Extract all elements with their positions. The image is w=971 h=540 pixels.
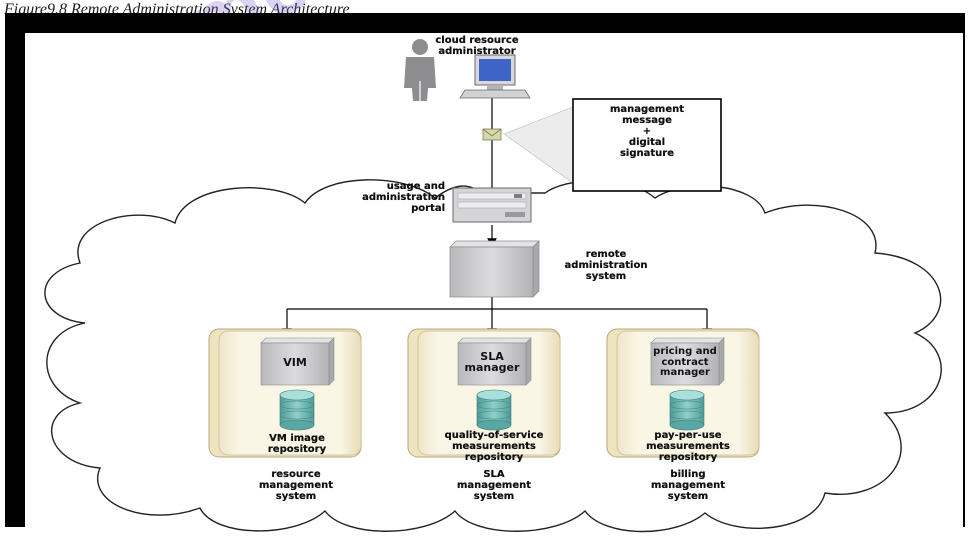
database-icon [279,389,315,431]
message-box [572,98,722,192]
label-vm-image-repository: VM image repository [267,433,327,455]
diagram-panel: cloud resource administrator management … [25,33,963,540]
label-pricing-contract-manager: pricing and contract manager [653,346,717,378]
label-pay-per-use-repository: pay-per-use measurements repository [646,430,730,463]
label-vim: VIM [283,356,307,369]
label-resource-management-system: resource management system [258,469,334,502]
label-qos-repository: quality-of-service measurements reposito… [444,430,544,463]
label-sla-management-system: SLA management system [456,469,532,502]
server-icon [452,187,532,223]
label-billing-management-system: billing management system [650,469,726,502]
database-icon [476,389,512,431]
person-icon [404,39,436,101]
message-projection [503,106,574,184]
label-cloud-resource-administrator: cloud resource administrator [435,35,519,57]
pricing-manager-box [650,337,725,386]
label-management-message: management message + digital signature [609,104,685,159]
vim-box [260,337,335,386]
diagram-frame: cloud resource administrator management … [5,13,965,540]
database-icon [669,389,705,431]
envelope-icon [482,128,502,141]
label-remote-administration-system: remote administration system [564,249,648,282]
monitor-icon [459,54,531,99]
label-usage-administration-portal: usage and administration portal [362,181,445,214]
label-sla-manager: SLA manager [464,350,520,374]
remote-admin-server-icon [449,240,540,298]
sla-manager-box [457,337,532,386]
diagram-canvas [44,39,942,533]
